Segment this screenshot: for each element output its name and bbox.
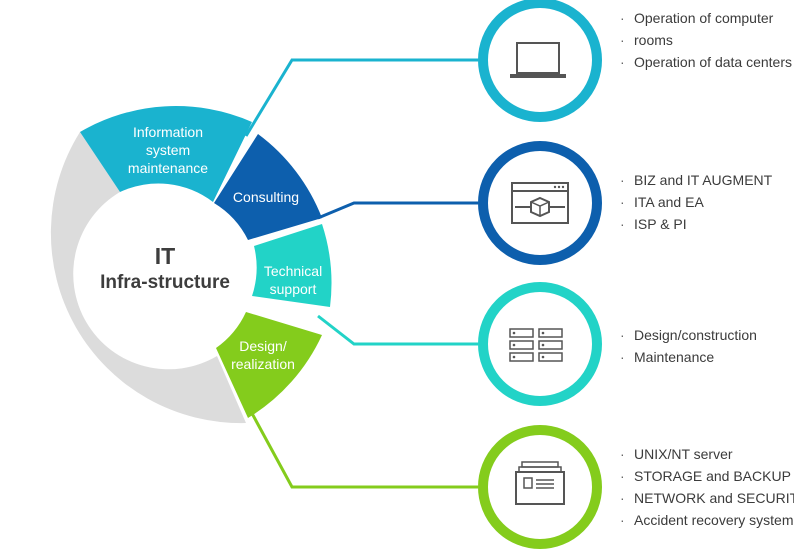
list-item: ISP & PI	[620, 213, 772, 235]
information-label-line-2: system	[146, 142, 190, 158]
design-label-line-1: Design/	[239, 338, 287, 354]
list-item: Maintenance	[620, 346, 757, 368]
list-item: BIZ and IT AUGMENT	[620, 169, 772, 191]
connector-line-technical	[317, 314, 478, 346]
list-item: UNIX/NT server	[620, 443, 794, 465]
server-rack-icon	[478, 282, 602, 406]
list-item: Operation of data centers	[620, 51, 792, 73]
list-item: Operation of computer	[620, 7, 792, 29]
information-label-line-1: Information	[133, 124, 203, 140]
center-title: IT	[155, 243, 175, 269]
list-item: ITA and EA	[620, 191, 772, 213]
consulting-label: Consulting	[233, 189, 299, 205]
list-item: NETWORK and SECURITY	[620, 487, 794, 509]
consulting-services-list: BIZ and IT AUGMENT ITA and EA ISP & PI	[620, 169, 772, 235]
list-item-continuation: rooms	[620, 29, 792, 51]
consulting-segment	[214, 134, 322, 240]
design-realization-list: UNIX/NT server STORAGE and BACKUP NETWOR…	[620, 443, 794, 531]
archive-box-icon	[478, 425, 602, 549]
technical-label-line-2: support	[270, 281, 317, 297]
connector-line-design	[246, 405, 478, 489]
list-item: Design/construction	[620, 324, 757, 346]
connector-line-consulting	[317, 201, 478, 220]
design-label-line-2: realization	[231, 356, 295, 372]
cube-window-icon	[478, 141, 602, 265]
technical-label-line-1: Technical	[264, 263, 322, 279]
information-system-segment	[80, 106, 252, 202]
technical-support-segment	[252, 224, 332, 307]
information-label-line-3: maintenance	[128, 160, 208, 176]
computer-rooms-list: Operation of computer rooms Operation of…	[620, 7, 792, 73]
design-realization-segment	[216, 312, 322, 418]
center-subtitle: Infra-structure	[100, 272, 230, 293]
connector-line-information	[244, 58, 478, 137]
remaining-ring-segment	[50, 132, 246, 424]
list-item: Accident recovery system	[620, 509, 794, 531]
laptop-icon	[478, 0, 602, 122]
technical-support-list: Design/construction Maintenance	[620, 324, 757, 368]
list-item: STORAGE and BACKUP	[620, 465, 794, 487]
